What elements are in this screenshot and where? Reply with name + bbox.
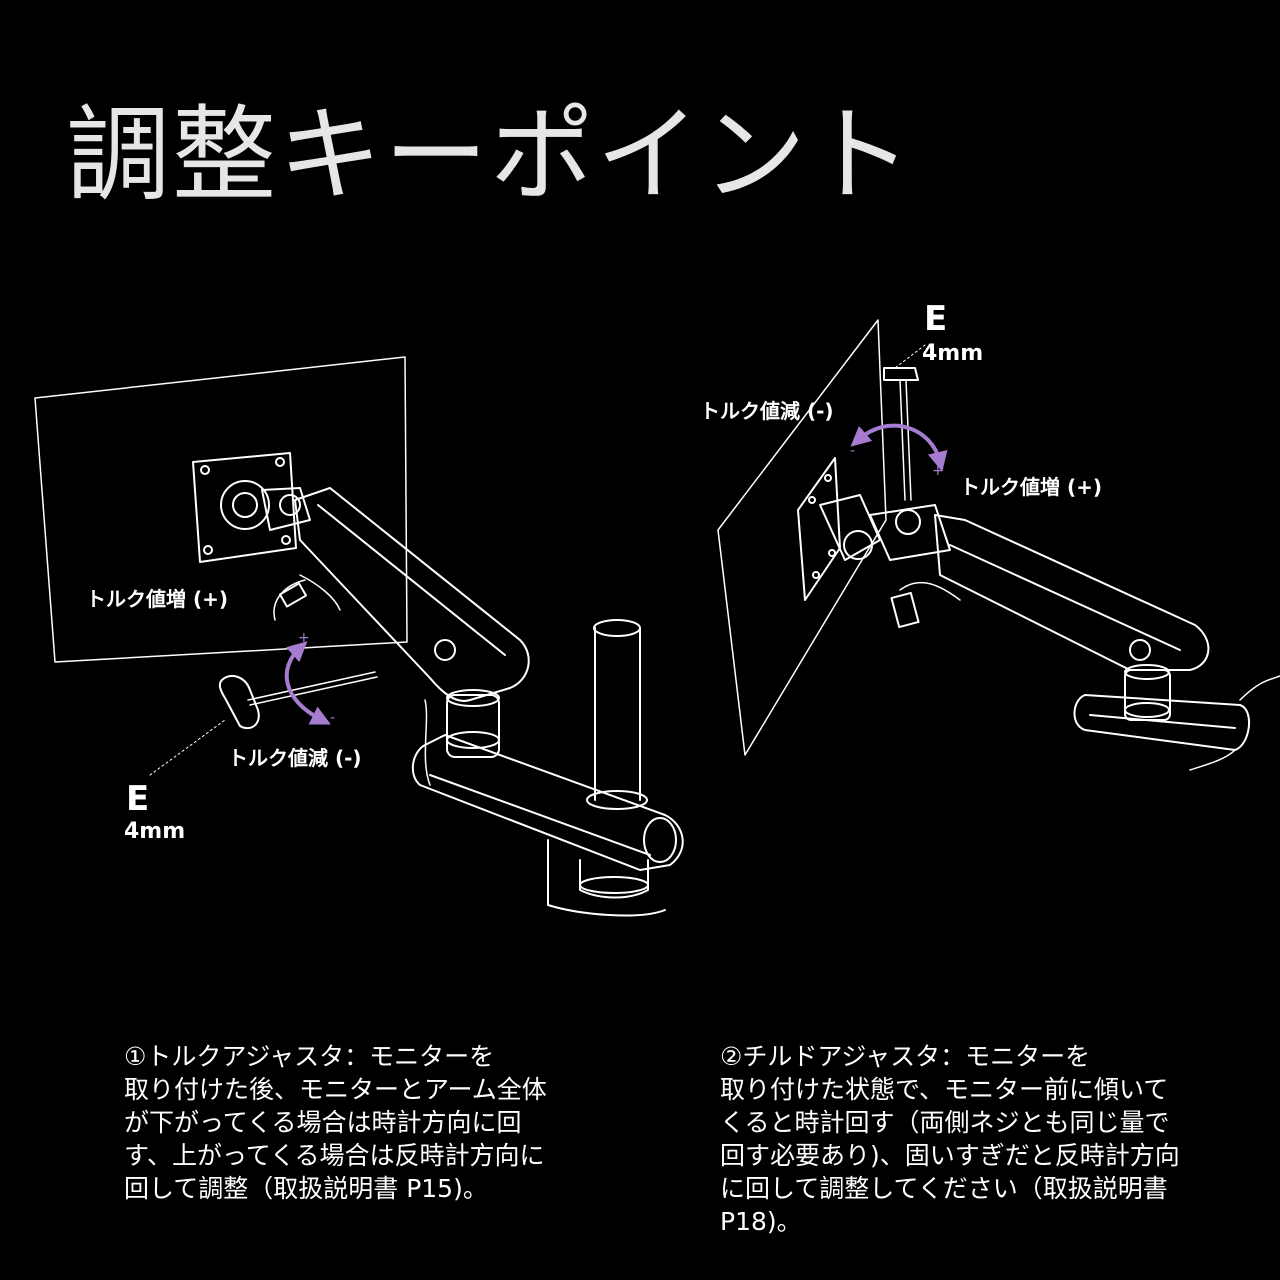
right-tool-size: 4mm xyxy=(922,341,983,366)
left-lower-arm xyxy=(411,734,684,871)
desc-line: 回す必要あり)、固いすぎだと反時計方向 xyxy=(720,1141,1180,1170)
desc-line: 回して調整（取扱説明書 P15)。 xyxy=(124,1174,488,1203)
right-torque-increase-label: トルク値増 (+) xyxy=(960,475,1102,499)
svg-text:+: + xyxy=(932,463,944,479)
left-elbow-joint xyxy=(446,694,500,758)
desc-line: に回して調整してください（取扱説明書 xyxy=(720,1174,1168,1203)
svg-text:-: - xyxy=(330,710,335,726)
left-upper-arm xyxy=(294,487,530,702)
desc-line: ①トルクアジャスタ：モニターを xyxy=(124,1042,495,1071)
desc-line: くると時計回す（両側ネジとも同じ量で xyxy=(720,1108,1170,1137)
left-torque-decrease-label: トルク値減 (-) xyxy=(228,746,362,770)
left-tool-size: 4mm xyxy=(124,819,185,844)
right-allen-key xyxy=(883,367,919,381)
adjustment-diagram: + - トルク値増 (+) トルク値減 (-) E 4mm xyxy=(34,299,1280,917)
desc-line: 取り付けた後、モニターとアーム全体 xyxy=(124,1075,547,1104)
left-torque-increase-label: トルク値増 (+) xyxy=(86,587,228,611)
left-arm-illustration xyxy=(34,356,684,917)
left-pole xyxy=(594,627,641,801)
right-tilt-joint xyxy=(843,530,873,560)
desc-line: が下がってくる場合は時計方向に回 xyxy=(124,1108,522,1137)
right-torque-decrease-label: トルク値減 (-) xyxy=(700,399,834,423)
desc-line: P18)。 xyxy=(720,1207,802,1236)
left-tool-letter: E xyxy=(126,779,149,819)
right-lower-arm xyxy=(1073,694,1251,751)
desc-line: 取り付けた状態で、モニター前に傾いて xyxy=(720,1075,1169,1104)
right-vesa-plate xyxy=(797,457,841,601)
tilt-adjuster-description: ②チルドアジャスタ：モニターを 取り付けた状態で、モニター前に傾いて くると時計… xyxy=(720,1040,1180,1238)
right-upper-arm xyxy=(934,514,1210,671)
svg-text:-: - xyxy=(850,443,855,459)
left-rotation-arrow xyxy=(284,641,331,725)
right-rotation-arrow xyxy=(850,423,948,472)
left-tilt-joint xyxy=(220,480,270,530)
right-arm-illustration xyxy=(717,319,1280,771)
left-monitor-panel xyxy=(34,356,408,663)
svg-text:+: + xyxy=(298,630,310,646)
page-title: 調整キーポイント xyxy=(66,94,915,216)
torque-adjuster-description: ①トルクアジャスタ：モニターを 取り付けた後、モニターとアーム全体 が下がってく… xyxy=(124,1040,547,1205)
right-monitor-panel xyxy=(717,319,887,756)
left-allen-key xyxy=(218,674,260,730)
right-tool-letter: E xyxy=(924,299,947,339)
left-vesa-plate xyxy=(192,452,297,563)
desc-line: す、上がってくる場合は反時計方向に xyxy=(124,1141,545,1170)
desc-line: ②チルドアジャスタ：モニターを xyxy=(720,1042,1091,1071)
